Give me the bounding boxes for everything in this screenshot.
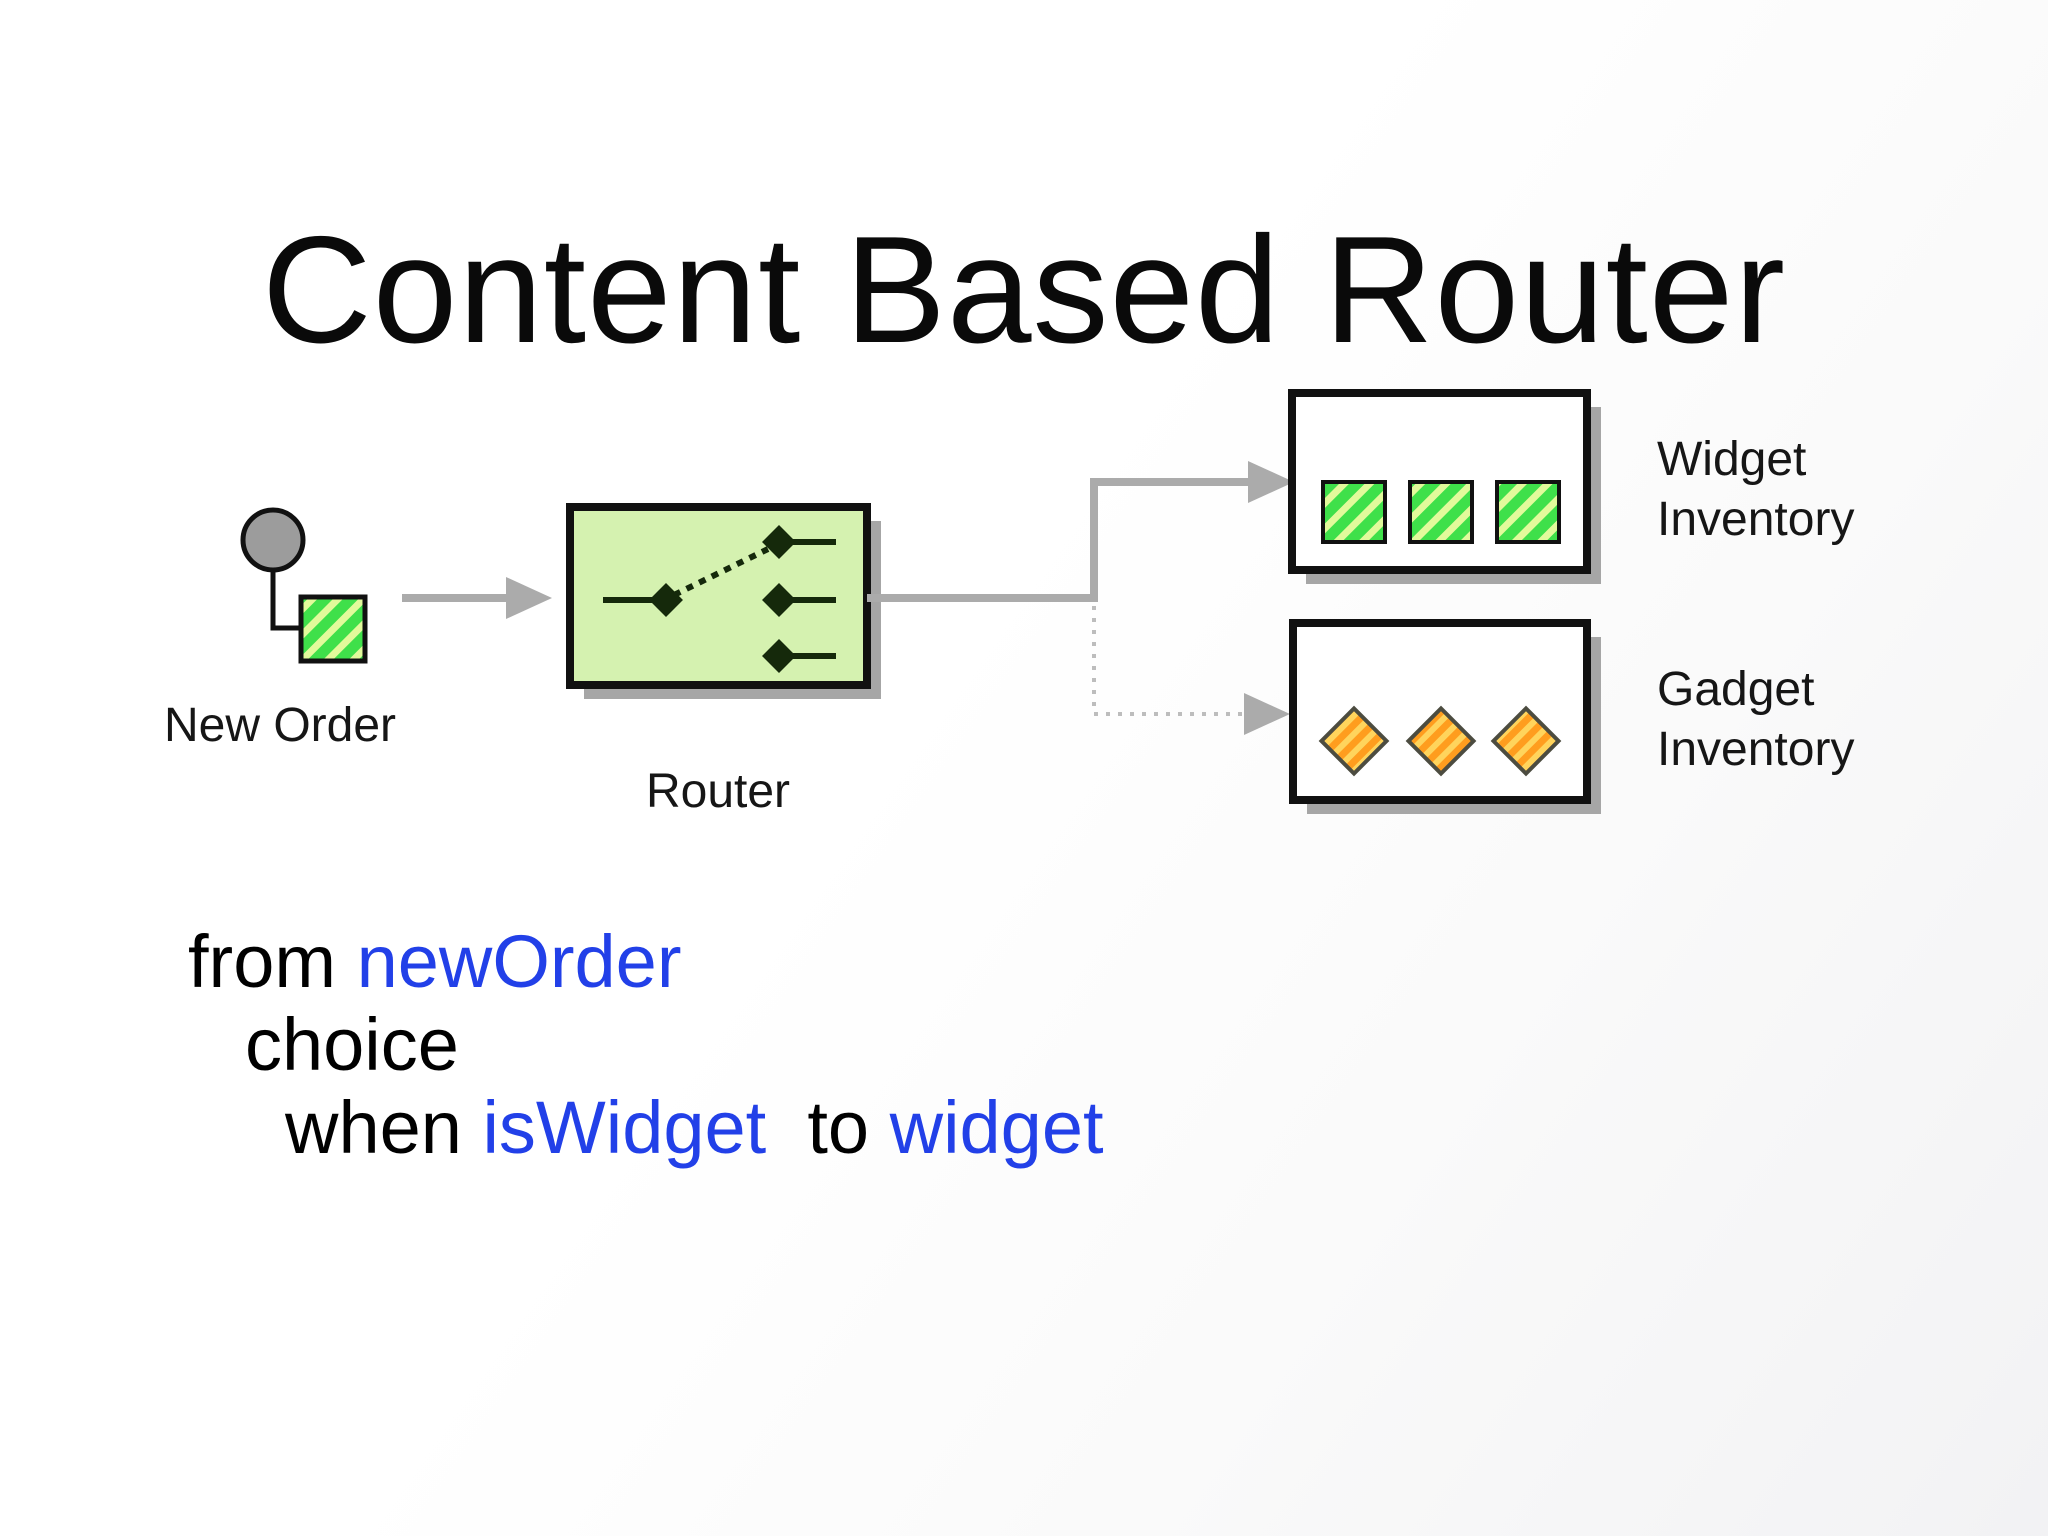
new-order-label: New Order	[163, 699, 397, 752]
gadget-item-diamond-icon	[1405, 705, 1477, 777]
page-title: Content Based Router	[261, 204, 1787, 375]
widget-inventory-box	[1288, 389, 1601, 584]
gadget-item-diamond-icon	[1490, 705, 1562, 777]
code-identifier: widget	[889, 1086, 1104, 1169]
widget-inventory-label: Widget Inventory	[1657, 430, 1854, 550]
code-line-choice: choice	[245, 1008, 459, 1082]
arrowhead-icon	[1244, 693, 1290, 735]
widget-item-square-icon	[1408, 480, 1474, 544]
widget-item-square-icon	[1321, 480, 1387, 544]
code-identifier: isWidget	[482, 1086, 767, 1169]
message-square-icon	[298, 594, 368, 664]
gadget-label-line2: Inventory	[1657, 723, 1855, 776]
router-label: Router	[645, 765, 791, 818]
gadget-item-diamond-icon	[1318, 705, 1390, 777]
switch-selector-line	[672, 546, 770, 598]
widget-label-line1: Widget	[1657, 433, 1807, 486]
arrowhead-icon	[1248, 461, 1294, 503]
dotted-connector-line	[1092, 606, 1244, 716]
router-box	[566, 503, 881, 699]
connector-router-to-gadget	[1092, 606, 1290, 735]
solid-connector-line	[867, 478, 1248, 602]
switch-output-node-1	[762, 525, 796, 559]
switch-output-node-3	[762, 639, 796, 673]
widget-item-square-icon	[1495, 480, 1561, 544]
endpoint-connector-line	[270, 568, 301, 631]
arrow-neworder-to-router	[402, 577, 552, 619]
code-identifier: newOrder	[356, 920, 682, 1003]
widget-label-line2: Inventory	[1657, 493, 1855, 546]
gadget-inventory-label: Gadget Inventory	[1657, 660, 1854, 780]
gadget-inventory-box	[1289, 619, 1601, 814]
switch-icon	[603, 525, 836, 673]
endpoint-circle-icon	[240, 507, 306, 573]
code-keyword: choice	[245, 1003, 459, 1086]
code-keyword: when	[285, 1086, 483, 1169]
code-keyword: from	[188, 920, 357, 1003]
code-line-from: from newOrder	[188, 925, 681, 999]
arrowhead-icon	[506, 577, 552, 619]
gadget-label-line1: Gadget	[1657, 663, 1815, 716]
connector-router-to-widget	[867, 461, 1294, 602]
new-order-icon	[240, 507, 368, 664]
code-keyword: to	[766, 1086, 890, 1169]
code-line-when: when isWidget to widget	[285, 1091, 1104, 1165]
switch-output-node-2	[762, 583, 796, 617]
